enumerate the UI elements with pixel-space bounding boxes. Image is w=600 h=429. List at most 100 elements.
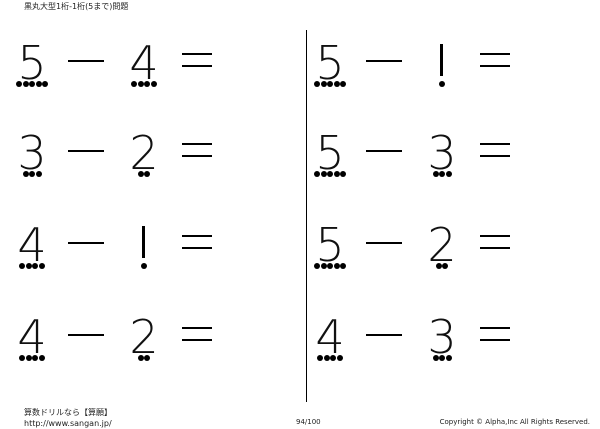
minuend: 5 <box>17 36 47 90</box>
footer-brand: 算数ドリルなら【算願】 <box>24 408 112 417</box>
page-number: 94/100 <box>296 418 321 426</box>
minus-sign <box>366 150 402 152</box>
equals-sign <box>182 53 212 67</box>
subtrahend-dots <box>422 81 462 89</box>
minus-sign <box>366 242 402 244</box>
minuend-dots <box>310 263 350 271</box>
counting-dot <box>16 81 22 87</box>
counting-dot <box>137 171 144 177</box>
subtrahend: 2 <box>129 126 159 180</box>
counting-dot <box>314 171 320 177</box>
minus-sign <box>366 334 402 336</box>
counting-dot <box>320 171 327 177</box>
counting-dot <box>144 355 151 361</box>
equals-sign <box>182 143 212 157</box>
minuend: 4 <box>17 310 47 364</box>
counting-dot <box>330 355 337 361</box>
minuend-dots <box>12 355 52 363</box>
equals-sign <box>480 327 510 341</box>
minuend: 5 <box>315 36 345 90</box>
counting-dot <box>320 263 327 269</box>
counting-dot <box>32 355 39 361</box>
counting-dot <box>29 81 35 87</box>
counting-dot <box>38 355 45 361</box>
counting-dot <box>22 171 29 177</box>
counting-dot <box>320 81 327 87</box>
minuend: 5 <box>315 126 345 180</box>
equals-sign <box>182 235 212 249</box>
counting-dot <box>327 171 333 177</box>
counting-dot <box>432 171 439 177</box>
counting-dot <box>336 355 343 361</box>
subtrahend: 2 <box>129 310 159 364</box>
counting-dot <box>340 81 346 87</box>
subtraction-problem: 41 <box>12 220 272 280</box>
equals-sign <box>480 235 510 249</box>
counting-dot <box>323 355 330 361</box>
worksheet-title: 黒丸大型1桁-1桁(5まで)問題 <box>24 2 129 11</box>
counting-dot <box>439 355 445 361</box>
counting-dot <box>25 355 32 361</box>
equals-sign <box>480 53 510 67</box>
subtrahend-dots <box>422 171 462 179</box>
minuend: 5 <box>315 218 345 272</box>
counting-dot <box>439 171 445 177</box>
equals-sign <box>182 327 212 341</box>
copyright: Copyright © Alpha,Inc All Rights Reserve… <box>439 418 590 426</box>
subtrahend-dots <box>124 355 164 363</box>
counting-dot <box>137 81 144 87</box>
minus-sign <box>68 334 104 336</box>
counting-dot <box>42 81 48 87</box>
digit-one-glyph <box>440 44 443 76</box>
counting-dot <box>19 355 26 361</box>
counting-dot <box>35 81 42 87</box>
counting-dot <box>445 171 452 177</box>
counting-dot <box>144 171 151 177</box>
counting-dot <box>340 171 346 177</box>
counting-dot <box>442 263 449 269</box>
counting-dot <box>25 263 32 269</box>
minuend-dots <box>310 81 350 89</box>
minuend-dots <box>12 263 52 271</box>
footer-url[interactable]: http://www.sangan.jp/ <box>24 419 112 428</box>
equals-sign <box>480 143 510 157</box>
minuend-dots <box>310 355 350 363</box>
counting-dot <box>137 355 144 361</box>
counting-dot <box>29 171 35 177</box>
subtrahend-dots <box>124 81 164 89</box>
subtrahend: 2 <box>427 218 457 272</box>
subtraction-problem: 51 <box>310 38 570 98</box>
minuend: 4 <box>315 310 345 364</box>
counting-dot <box>144 81 151 87</box>
counting-dot <box>150 81 157 87</box>
minus-sign <box>366 60 402 62</box>
minus-sign <box>68 150 104 152</box>
minuend: 3 <box>17 126 47 180</box>
counting-dot <box>435 263 442 269</box>
counting-dot <box>327 263 333 269</box>
counting-dot <box>38 263 45 269</box>
counting-dot <box>327 81 333 87</box>
subtrahend: 3 <box>427 310 457 364</box>
minuend-dots <box>12 81 52 89</box>
counting-dot <box>35 171 42 177</box>
counting-dot <box>141 263 147 269</box>
minuend-dots <box>310 171 350 179</box>
counting-dot <box>314 263 320 269</box>
counting-dot <box>131 81 138 87</box>
subtrahend-dots <box>124 171 164 179</box>
counting-dot <box>445 355 452 361</box>
minuend-dots <box>12 171 52 179</box>
counting-dot <box>32 263 39 269</box>
minus-sign <box>68 60 104 62</box>
counting-dot <box>19 263 26 269</box>
digit-one-glyph <box>142 226 145 258</box>
counting-dot <box>22 81 29 87</box>
counting-dot <box>432 355 439 361</box>
